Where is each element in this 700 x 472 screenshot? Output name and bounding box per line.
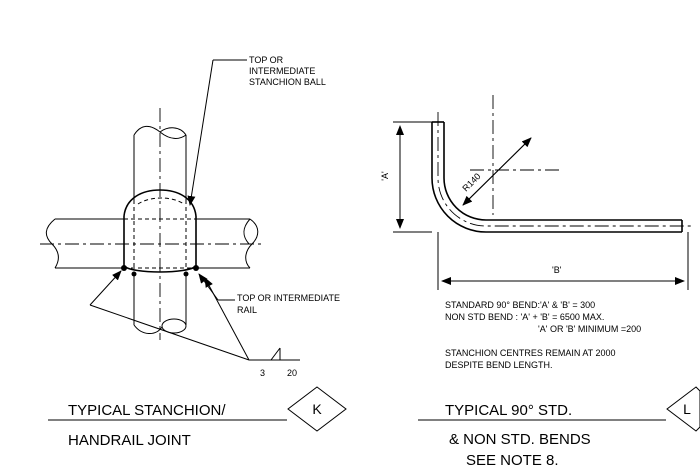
detail-k-tag-diamond xyxy=(287,386,347,432)
bend-note-3: 'A' OR 'B' MINIMUM =200 xyxy=(538,324,641,334)
dimension-b-label: 'B' xyxy=(552,265,562,275)
ball-note-line-3: STANCHION BALL xyxy=(249,77,326,87)
bent-pipe xyxy=(431,112,692,233)
rail-note-line-1: TOP OR INTERMEDIATE xyxy=(237,293,340,303)
detail-k-title-line-1: TYPICAL STANCHION/ xyxy=(68,402,226,419)
ball-note-leader xyxy=(187,59,247,206)
radius-label: R140 xyxy=(460,171,482,193)
bend-note-1: STANDARD 90° BEND:'A' & 'B' = 300 xyxy=(445,300,595,310)
rail-left-pipe xyxy=(45,218,125,269)
detail-k-title-line-2: HANDRAIL JOINT xyxy=(68,432,191,449)
rail-right-pipe xyxy=(196,218,259,269)
detail-l-title-line-2: & NON STD. BENDS xyxy=(449,431,591,448)
detail-l-title-line-3: SEE NOTE 8. xyxy=(466,452,559,469)
rail-note-leader xyxy=(198,273,235,301)
weld-size: 3 xyxy=(260,368,265,378)
detail-k-tag: K xyxy=(312,401,322,417)
weld-symbol xyxy=(89,270,300,361)
bend-note-2: NON STD BEND : 'A' + 'B' = 6500 MAX. xyxy=(445,312,604,322)
dimension-a-label: 'A' xyxy=(380,171,390,181)
rail-note-line-2: RAIL xyxy=(237,305,257,315)
bend-note-5: DESPITE BEND LENGTH. xyxy=(445,360,553,370)
bend-detail: 'A' 'B' R140 STANDARD 90° BEND:'A' & 'B'… xyxy=(380,95,700,469)
stanchion-lower-pipe xyxy=(133,272,187,334)
stanchion-upper-pipe xyxy=(133,125,187,200)
ball-note-line-2: INTERMEDIATE xyxy=(249,66,315,76)
detail-l-tag: L xyxy=(683,401,691,417)
detail-l-title-line-1: TYPICAL 90° STD. xyxy=(445,402,572,419)
weld-length: 20 xyxy=(287,368,297,378)
stanchion-joint-detail: TOP OR INTERMEDIATE STANCHION BALL TOP O… xyxy=(40,55,347,449)
bend-note-4: STANCHION CENTRES REMAIN AT 2000 xyxy=(445,348,616,358)
ball-note-line-1: TOP OR xyxy=(249,55,284,65)
detail-l-tag-diamond xyxy=(666,386,700,432)
